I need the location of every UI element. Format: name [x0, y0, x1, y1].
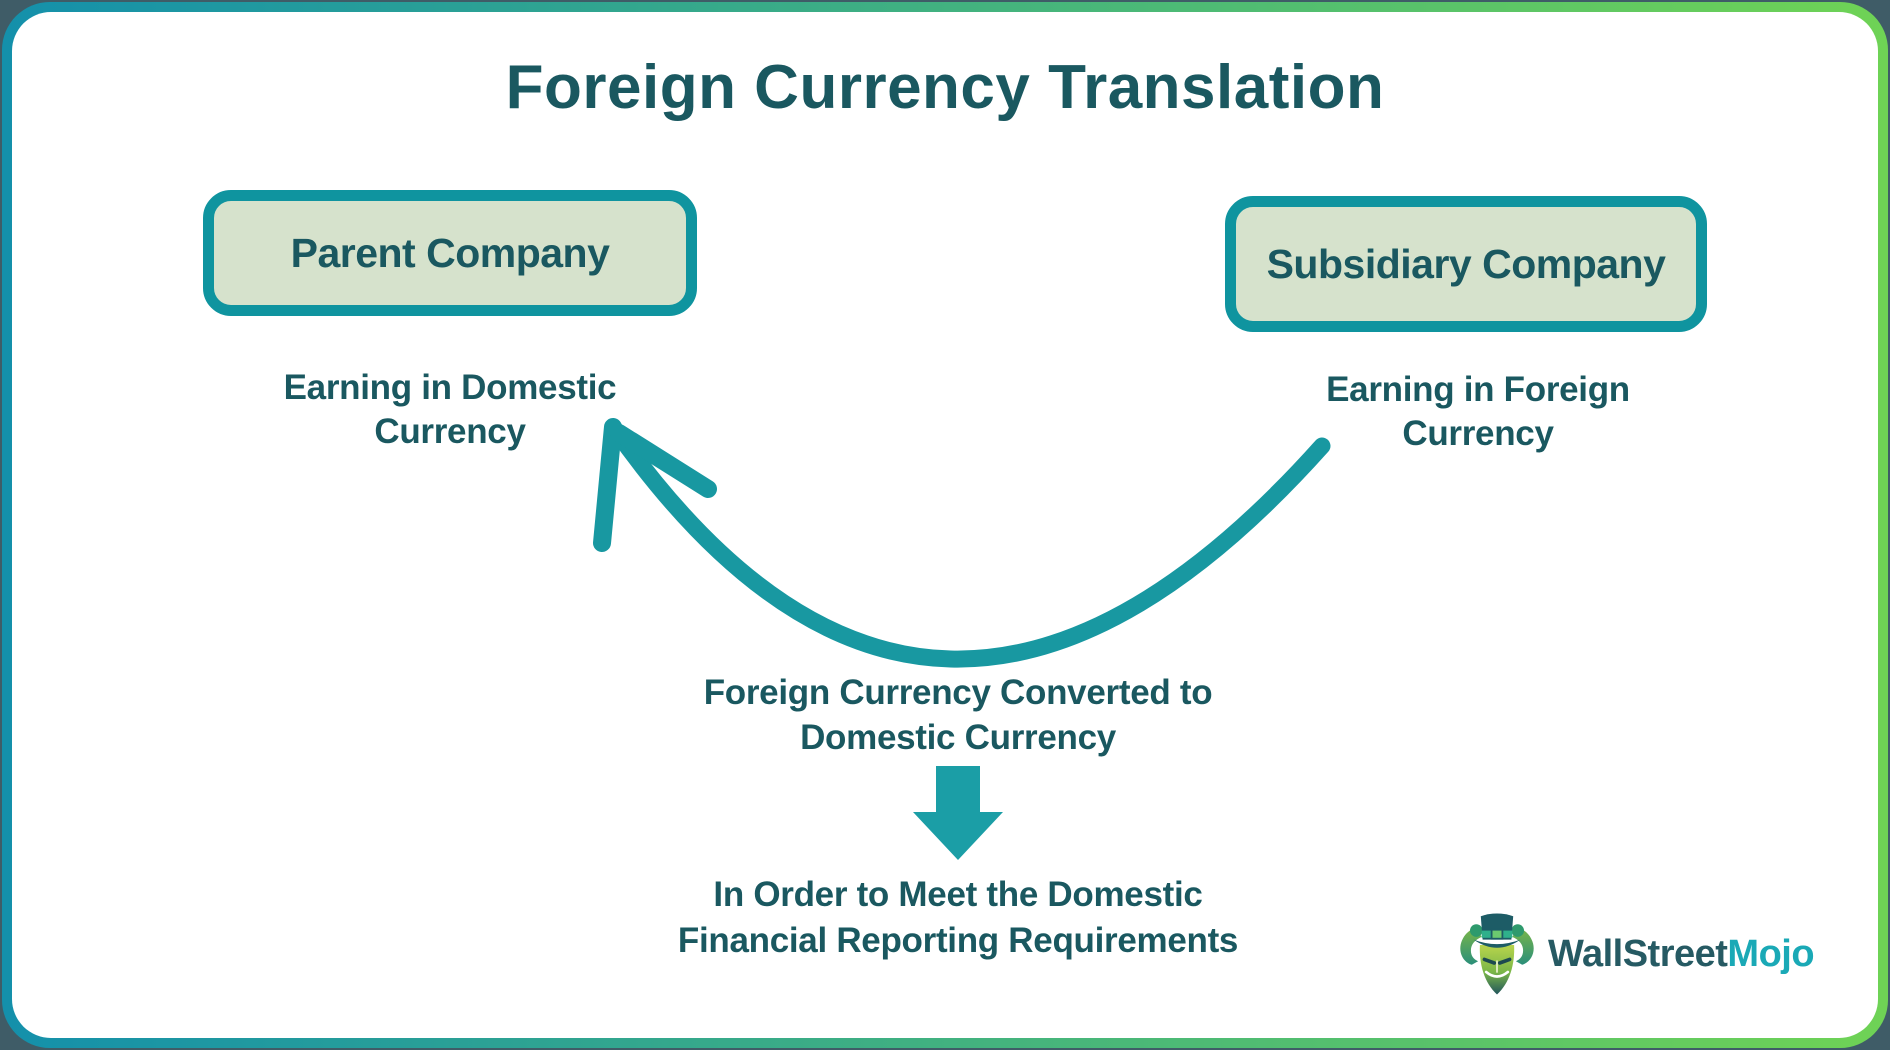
earning-foreign-line2: Currency	[1402, 414, 1554, 453]
earning-foreign-line1: Earning in Foreign	[1326, 370, 1630, 409]
parent-company-box: Parent Company	[203, 190, 697, 316]
earning-foreign-label: Earning in Foreign Currency	[1278, 368, 1678, 456]
subsidiary-company-box: Subsidiary Company	[1225, 196, 1707, 332]
earning-domestic-line1: Earning in Domestic	[283, 368, 617, 407]
converted-line1: Foreign Currency Converted to	[703, 673, 1213, 712]
brand-secondary-text: Mojo	[1727, 932, 1815, 975]
earning-domestic-line2: Currency	[374, 412, 526, 451]
wallstreetmojo-wordmark: WallStreetMojo	[1548, 932, 1815, 976]
requirements-line1: In Order to Meet the Domestic	[713, 875, 1203, 914]
earning-domestic-label: Earning in Domestic Currency	[250, 366, 650, 454]
converted-label: Foreign Currency Converted to Domestic C…	[558, 670, 1358, 760]
page-title: Foreign Currency Translation	[505, 53, 1385, 122]
wallstreetmojo-logo: WallStreetMojo	[1452, 908, 1815, 1000]
subsidiary-company-label: Subsidiary Company	[1266, 240, 1666, 287]
down-arrow	[913, 766, 1003, 860]
converted-line2: Domestic Currency	[800, 718, 1116, 757]
parent-company-label: Parent Company	[290, 229, 610, 276]
curved-arrow	[605, 419, 1331, 668]
requirements-line2: Financial Reporting Requirements	[677, 921, 1239, 960]
brand-primary-text: WallStreet	[1548, 932, 1728, 975]
requirements-label: In Order to Meet the Domestic Financial …	[558, 872, 1358, 964]
bull-mascot-icon	[1460, 913, 1534, 995]
